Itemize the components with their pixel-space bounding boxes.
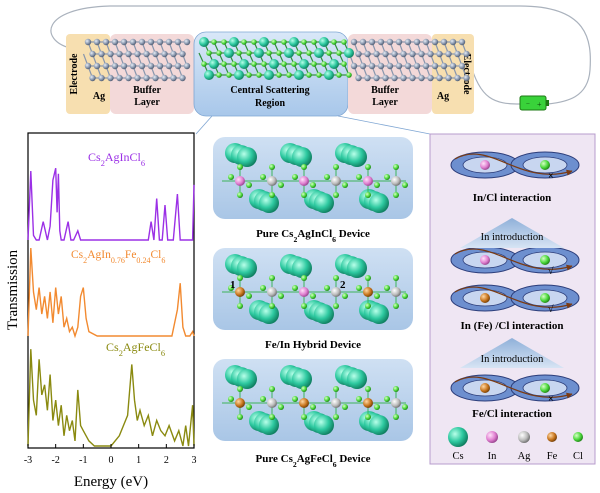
svg-text:−: − [526,100,530,108]
connector-line-right [337,115,431,135]
atom-legend: Cs In Ag Fe Cl [448,427,583,462]
chart-ticks-group: -3 -2 -1 0 1 2 3 [24,444,197,466]
connector-line-left [195,115,213,135]
svg-text:+: + [537,100,542,109]
legend-atom-ag [518,431,530,443]
structure-atoms-3 [222,365,408,435]
x-tick-label: 3 [192,455,197,466]
interaction-label-1: In/Cl interaction [473,192,552,204]
legend-label-fe: Fe [547,451,558,462]
x-tick-label: 0 [109,455,114,466]
legend-atom-fe [547,432,557,442]
electrode-right-label: Electrode [461,54,472,95]
interaction-panel: × √ √ × In/Cl interaction In introduction I… [429,133,596,465]
legend-label-ag: Ag [518,451,532,462]
svg-text:√: √ [548,304,554,315]
buffer-left-line2: Layer [134,97,160,108]
buffer-right-line1: Buffer [371,85,399,96]
legend-atom-cs [448,427,468,447]
battery-icon: − + [519,95,549,111]
structure-caption-3: Pure Cs2AgFeCl6 Device [255,453,370,469]
introduction-arrow-2 [460,338,564,368]
legend-label-cs: Cs [452,451,463,462]
site-label-2: 2 [340,279,346,291]
structure-caption-1: Pure Cs2AgInCl6 Device [256,228,370,244]
x-tick-label: 1 [136,455,141,466]
device-lattice [82,37,470,82]
series-label-cs2aginclb6: Cs2AgInCl6 [88,150,145,168]
introduction-arrow-1 [460,218,564,248]
svg-text:×: × [548,171,554,182]
structure-atoms-1 [222,143,408,213]
x-tick-label: -2 [51,455,59,466]
device-schematic: Electrode Ag Buffer Layer Central Scatte… [50,5,591,135]
structure-caption-2: Fe/In Hybrid Device [265,339,361,351]
introduction-label-1: In introduction [481,232,544,243]
central-label-line2: Region [255,98,285,109]
y-axis-label: Transmission [5,249,21,330]
legend-atom-in [486,431,498,443]
series-line-3 [27,349,195,447]
legend-label-in: In [488,451,497,462]
interaction-label-2: In (Fe) /Cl interaction [461,320,564,332]
electrode-left-label: Electrode [69,53,80,94]
legend-label-cl: Cl [573,451,583,462]
transmission-chart: -3 -2 -1 0 1 2 3 Transmission Energy (eV) Cs2A… [5,132,197,490]
series-line-1 [27,168,195,241]
ag-left-label: Ag [93,91,105,102]
site-label-1: 1 [230,279,236,291]
series-label-cs2agfecl6: Cs2AgFeCl6 [106,340,165,358]
svg-text:√: √ [548,266,554,277]
interaction-label-3: Fe/Cl interaction [472,408,552,420]
svg-text:×: × [548,394,554,405]
x-axis-label: Energy (eV) [74,474,148,490]
chart-series-group [27,168,195,447]
ag-right-label: Ag [437,91,449,102]
central-label-line1: Central Scattering [230,85,309,96]
legend-atom-cl [573,432,583,442]
buffer-right-line2: Layer [372,97,398,108]
x-tick-label: 2 [164,455,169,466]
buffer-left-line1: Buffer [133,85,161,96]
series-line-2 [27,247,195,339]
x-tick-label: -1 [79,455,87,466]
series-label-hybrid: Cs2AgIn0.76Fe0.24Cl6 [71,249,165,265]
introduction-label-2: In introduction [481,354,544,365]
orbital-diagrams: × √ √ × [450,151,580,405]
x-tick-label: -3 [24,455,32,466]
